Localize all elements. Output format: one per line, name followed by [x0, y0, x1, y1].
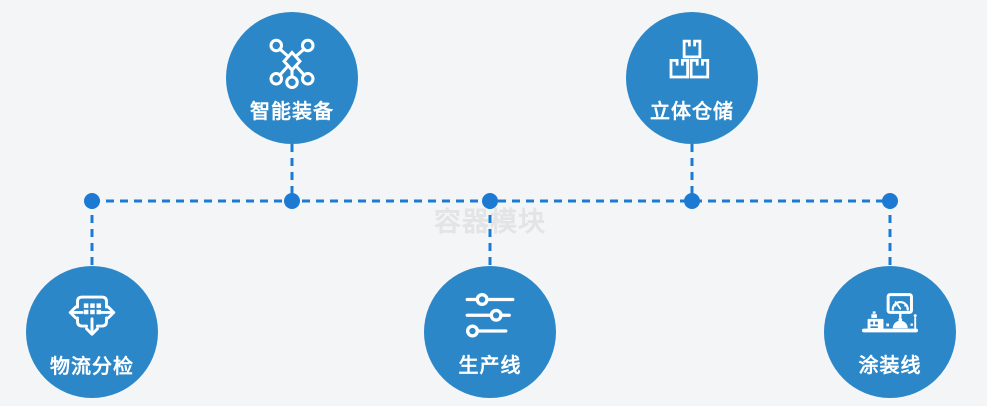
junction-dot — [284, 193, 300, 209]
node-production-line: 生产线 — [424, 266, 556, 398]
node-label: 立体仓储 — [650, 100, 734, 123]
node-painting-line: 涂装线 — [824, 266, 956, 398]
node-label: 涂装线 — [858, 354, 922, 377]
sorting-arrows-icon — [68, 295, 116, 336]
network-nodes-icon — [269, 38, 315, 89]
stacked-boxes-icon — [669, 39, 710, 78]
watermark-text: 容器模块 — [434, 207, 546, 237]
node-label: 生产线 — [458, 354, 522, 377]
junction-dot — [882, 193, 898, 209]
machine-monitor-icon — [862, 292, 918, 332]
node-stereo-warehouse: 立体仓储 — [626, 12, 758, 144]
node-label: 智能装备 — [250, 100, 334, 123]
sliders-icon — [465, 292, 515, 337]
node-label: 物流分检 — [50, 355, 134, 378]
junction-dot — [684, 193, 700, 209]
junction-dot — [84, 193, 100, 209]
node-logistics-sorting: 物流分检 — [26, 266, 158, 398]
node-smart-equipment: 智能装备 — [226, 12, 358, 144]
